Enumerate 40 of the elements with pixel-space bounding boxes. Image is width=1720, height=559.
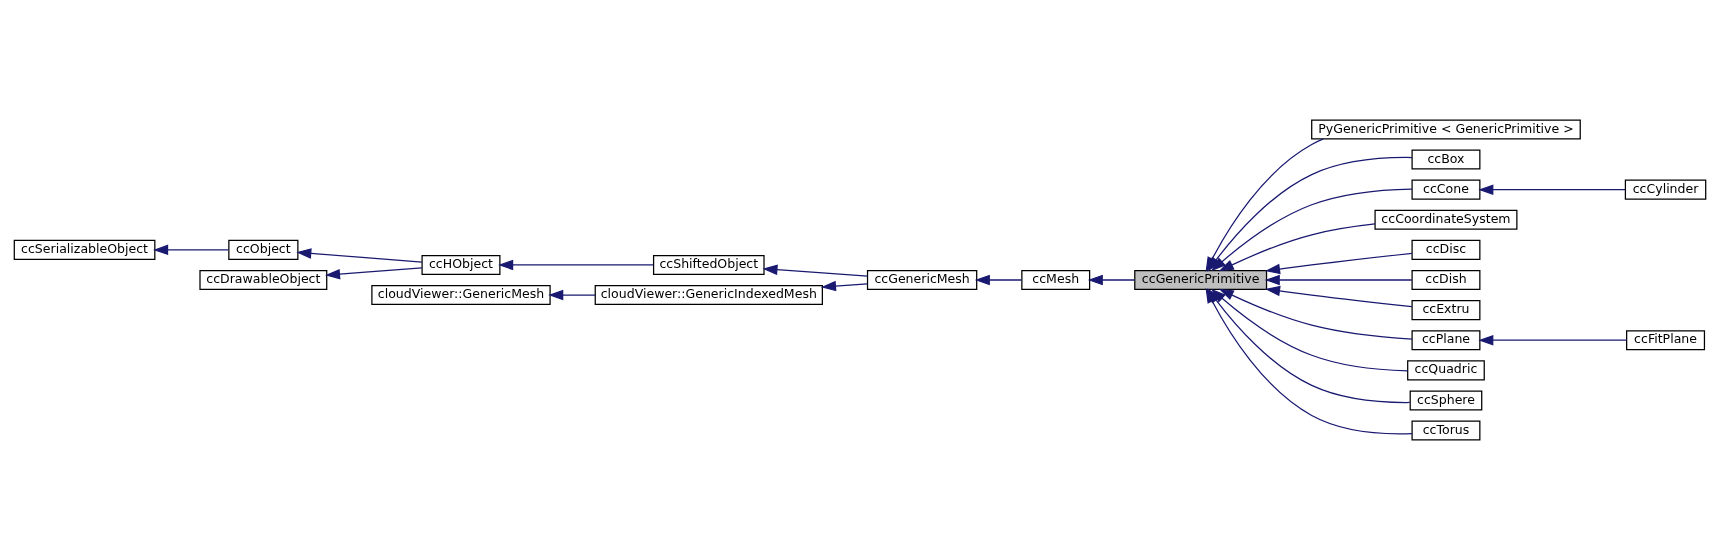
- node-box: ccObject: [228, 239, 299, 260]
- arrow: [1264, 274, 1413, 285]
- node-box: cloudViewer::GenericIndexedMesh: [594, 284, 823, 305]
- node-box: ccMesh: [1021, 269, 1091, 290]
- arrow: [153, 244, 230, 255]
- node-box: ccQuadric: [1407, 359, 1485, 380]
- node-box: ccPlane: [1411, 329, 1481, 350]
- arrow: [820, 280, 868, 291]
- arrow: [1265, 285, 1413, 307]
- arrow: [1478, 334, 1628, 345]
- node-box: ccCylinder: [1624, 179, 1707, 200]
- node-box: ccHObject: [421, 254, 501, 275]
- node-box: ccBox: [1411, 149, 1481, 170]
- arrow: [325, 266, 423, 279]
- node-box: ccSerializableObject: [13, 239, 156, 260]
- node-box: ccDrawableObject: [199, 269, 328, 290]
- node-box: cloudViewer::GenericMesh: [371, 284, 551, 305]
- node-box: ccCone: [1411, 179, 1481, 200]
- arrow: [1265, 252, 1413, 274]
- node-box: ccGenericMesh: [866, 269, 978, 290]
- arrow: [498, 259, 654, 270]
- arrow: [296, 247, 423, 263]
- arrow: [1478, 183, 1626, 195]
- arrow: [548, 289, 596, 300]
- node-box: ccTorus: [1411, 420, 1481, 441]
- arrow: [1211, 187, 1413, 271]
- node-box: ccFitPlane: [1626, 329, 1706, 350]
- arrow: [974, 274, 1023, 285]
- node-box: ccExtru: [1411, 299, 1481, 320]
- node-box: ccShiftedObject: [652, 254, 765, 275]
- node-box: PyGenericPrimitive < GenericPrimitive >: [1311, 118, 1581, 139]
- arrow: [1218, 288, 1413, 340]
- node-box: ccCoordinateSystem: [1374, 209, 1518, 230]
- arrow: [762, 264, 869, 277]
- node-box: ccDisc: [1411, 239, 1481, 260]
- node-box: ccDish: [1411, 269, 1481, 290]
- node-box: ccGenericPrimitive: [1134, 269, 1268, 290]
- node-box: ccSphere: [1409, 389, 1483, 410]
- arrow: [1087, 274, 1135, 285]
- arrow: [1218, 222, 1376, 271]
